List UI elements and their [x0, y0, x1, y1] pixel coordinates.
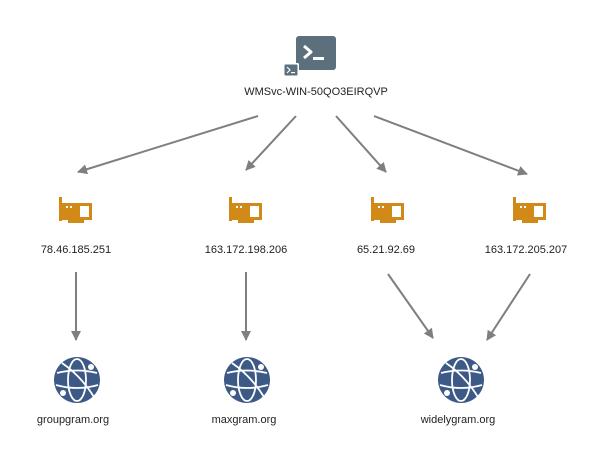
ip-label-3: 65.21.92.69 [356, 244, 416, 256]
network-card-icon [59, 197, 92, 223]
globe-icon [438, 357, 484, 403]
edge-process-to-ip-2 [245, 115, 297, 171]
network-card-icon [229, 197, 262, 223]
ip-label-1: 78.46.185.251 [40, 244, 112, 256]
globe-icon [224, 357, 270, 403]
domain-label-1: groupgram.org [36, 414, 110, 426]
edge-process-to-ip-3 [335, 115, 387, 173]
network-card-icon [513, 197, 546, 223]
domain-label-2: maxgram.org [211, 414, 277, 426]
edge-ip-4-to-domain-3 [486, 273, 531, 341]
globe-icon [54, 357, 100, 403]
ip-label-4: 163.172.205.207 [484, 244, 568, 256]
edge-process-to-ip-4 [373, 115, 528, 176]
domain-label-3: widelygram.org [420, 414, 496, 426]
process-label: WMSvc-WIN-50QO3EIRQVP [244, 86, 388, 98]
network-card-icon [371, 197, 404, 223]
edge-process-to-ip-1 [77, 115, 259, 175]
ip-label-2: 163.172.198.206 [204, 244, 288, 256]
edge-ip-3-to-domain-3 [387, 273, 434, 339]
terminal-icon [283, 36, 336, 77]
